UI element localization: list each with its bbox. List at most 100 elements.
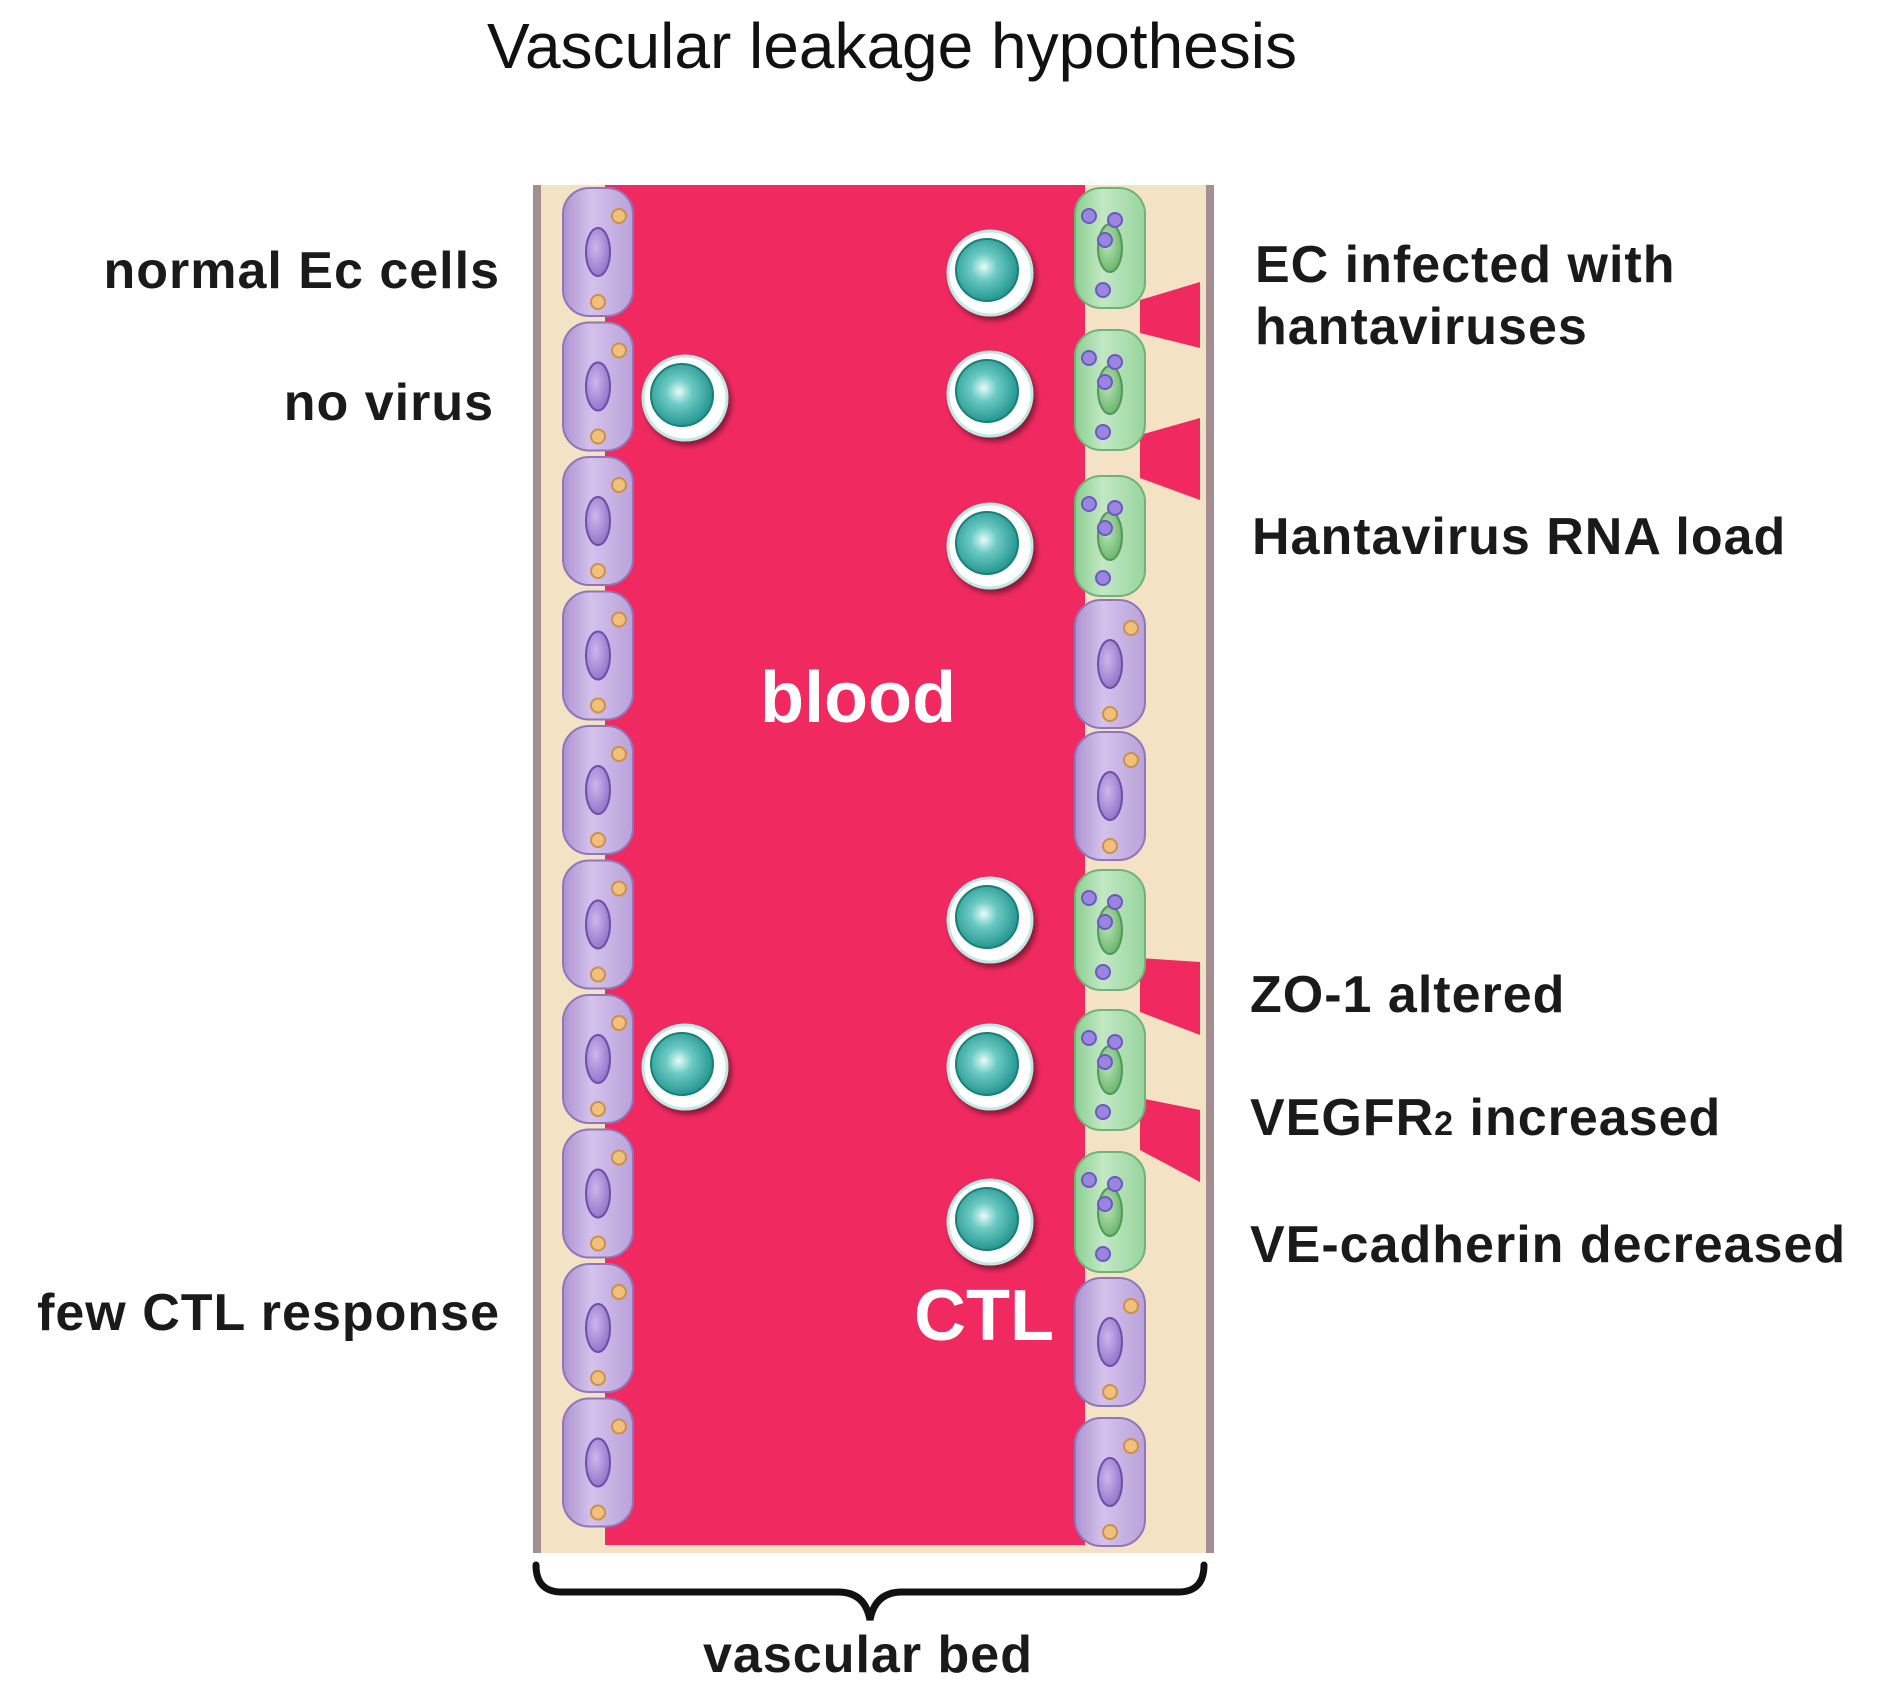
nucleus	[1097, 511, 1123, 561]
nucleus	[1097, 771, 1123, 821]
nucleus	[585, 1303, 611, 1353]
ctl-core	[955, 1032, 1019, 1096]
normal-endothelial-cell	[1074, 1417, 1146, 1547]
ctl-cell	[946, 876, 1034, 964]
nucleus	[585, 227, 611, 277]
label-hantavirus-rna-load: Hantavirus RNA load	[1252, 508, 1786, 566]
infected-endothelial-cell	[1074, 1009, 1146, 1131]
virus-particle	[1081, 350, 1097, 366]
ctl-cell	[641, 1023, 729, 1111]
infected-endothelial-cell	[1074, 475, 1146, 597]
virus-particle	[1107, 1034, 1123, 1050]
nucleus	[1097, 1317, 1123, 1367]
granule	[611, 477, 627, 493]
granule	[590, 697, 606, 714]
virus-particle	[1081, 890, 1097, 906]
virus-particle	[1081, 208, 1097, 224]
virus-particle	[1107, 212, 1123, 228]
granule	[590, 1235, 606, 1252]
nucleus	[1097, 365, 1123, 415]
granule	[611, 1418, 627, 1435]
granule	[590, 832, 606, 848]
granule	[611, 880, 627, 897]
ctl-cell	[641, 354, 729, 442]
granule	[1102, 706, 1118, 722]
ctl-label: CTL	[914, 1276, 1054, 1356]
virus-particle	[1097, 1054, 1113, 1070]
granule	[590, 428, 606, 445]
vessel-wall-left	[533, 185, 541, 1553]
label-normal-ec-cells: normal Ec cells	[103, 242, 500, 300]
vegfr-rest: increased	[1454, 1089, 1721, 1147]
virus-particle	[1107, 1176, 1123, 1192]
nucleus	[585, 1168, 611, 1219]
vascular-bed-brace	[532, 1561, 1208, 1621]
granule	[1102, 838, 1118, 854]
virus-particle	[1107, 500, 1123, 516]
ctl-cell	[946, 1023, 1034, 1111]
leak-gap	[1140, 958, 1200, 1035]
granule	[611, 208, 627, 224]
virus-particle	[1095, 1104, 1111, 1120]
granule	[611, 1015, 627, 1031]
label-no-virus: no virus	[284, 374, 494, 432]
virus-particle	[1095, 964, 1111, 980]
left-endothelial-cells	[562, 187, 634, 1528]
nucleus	[1097, 1457, 1123, 1507]
blood-label: blood	[760, 658, 956, 738]
vegfr-main: VEGFR	[1250, 1089, 1434, 1147]
granule	[1123, 752, 1139, 768]
normal-endothelial-cell	[562, 321, 634, 452]
vascular-bed-label: vascular bed	[703, 1626, 1033, 1681]
granule	[611, 1284, 627, 1300]
ctl-core	[955, 1187, 1019, 1251]
granule	[590, 563, 606, 579]
virus-particle	[1097, 520, 1113, 536]
nucleus	[585, 899, 611, 950]
label-zo1-altered: ZO-1 altered	[1250, 966, 1565, 1024]
ctl-core	[650, 1032, 714, 1096]
virus-particle	[1095, 570, 1111, 586]
diagram-title: Vascular leakage hypothesis	[487, 10, 1297, 82]
nucleus	[585, 630, 611, 681]
leak-gap	[1140, 282, 1200, 348]
virus-particle	[1107, 894, 1123, 910]
normal-endothelial-cell	[1074, 1277, 1146, 1407]
infected-endothelial-cell	[1074, 329, 1146, 451]
virus-particle	[1097, 232, 1113, 248]
ctl-cell	[946, 350, 1034, 438]
granule	[611, 746, 627, 762]
nucleus	[585, 765, 611, 815]
normal-endothelial-cell	[562, 1263, 634, 1393]
granule	[611, 611, 627, 628]
nucleus	[1097, 1045, 1123, 1095]
granule	[590, 1101, 606, 1117]
nucleus	[585, 496, 611, 546]
normal-endothelial-cell	[1074, 731, 1146, 861]
normal-endothelial-cell	[562, 725, 634, 855]
normal-endothelial-cell	[562, 859, 634, 990]
virus-particle	[1081, 1172, 1097, 1188]
granule	[611, 342, 627, 359]
granule	[611, 1149, 627, 1166]
vessel-wall-right	[1206, 185, 1214, 1553]
nucleus	[1097, 223, 1123, 273]
ctl-core	[955, 238, 1019, 302]
virus-particle	[1097, 1196, 1113, 1212]
ctl-core	[955, 511, 1019, 575]
granule	[590, 1370, 606, 1386]
normal-endothelial-cell	[562, 590, 634, 721]
label-ec-infected-line2: hantaviruses	[1255, 298, 1588, 356]
normal-endothelial-cell	[562, 187, 634, 317]
nucleus	[1097, 905, 1123, 955]
infected-endothelial-cell	[1074, 1151, 1146, 1273]
granule	[1123, 1438, 1139, 1454]
label-vegfr2-increased: VEGFR2 increased	[1250, 1089, 1721, 1147]
normal-endothelial-cell	[562, 994, 634, 1124]
nucleus	[585, 1437, 611, 1488]
nucleus	[585, 361, 611, 412]
granule	[1102, 1524, 1118, 1540]
virus-particle	[1107, 354, 1123, 370]
nucleus	[585, 1034, 611, 1084]
granule	[590, 966, 606, 983]
